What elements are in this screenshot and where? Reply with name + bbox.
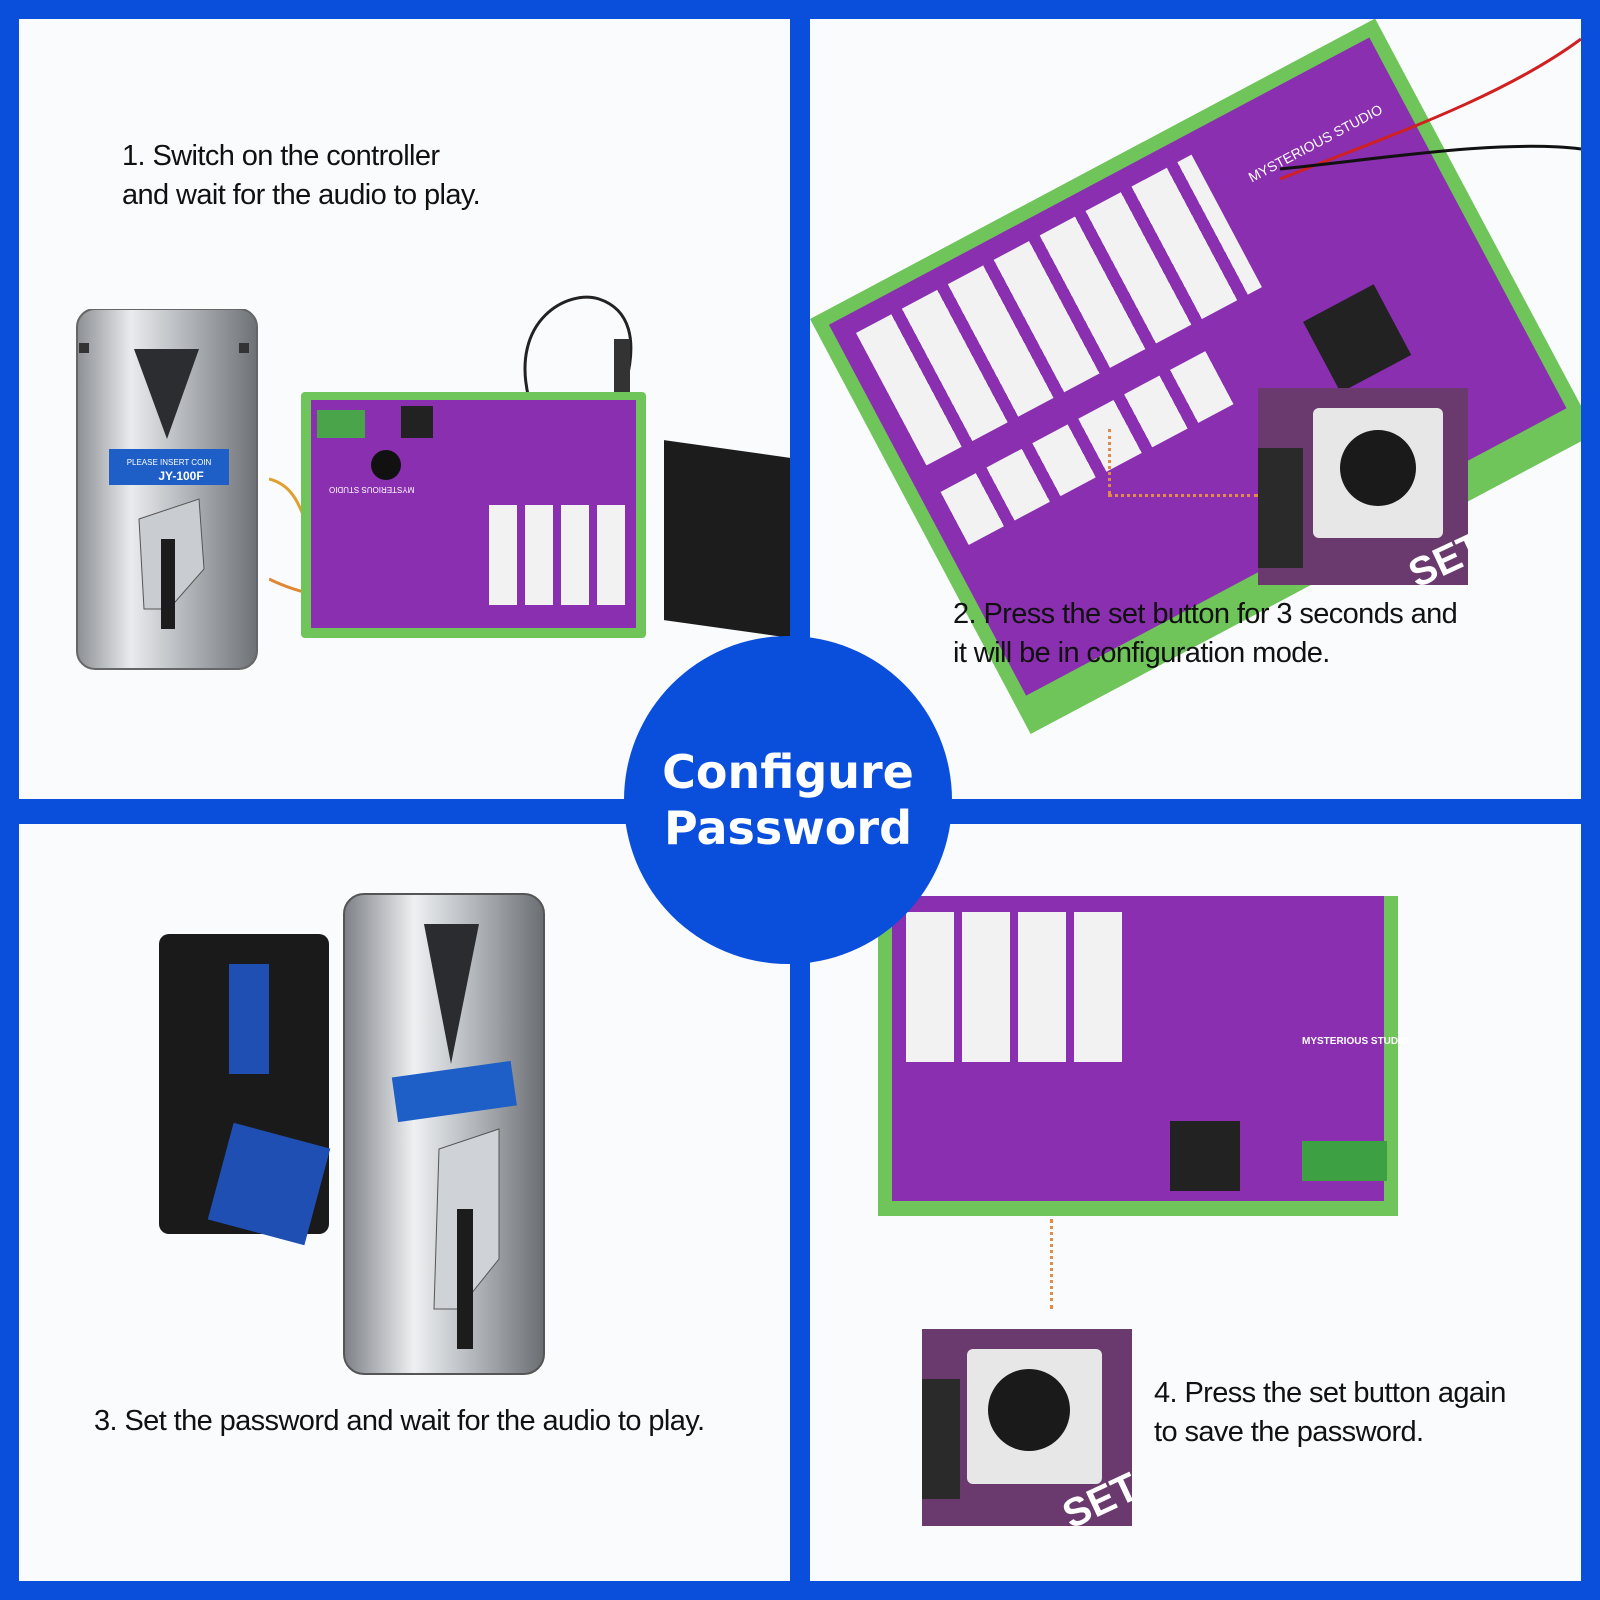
badge-title-line1: Configure [662,745,914,799]
coin-acceptor-image: PLEASE INSERT COIN JY-100F [76,309,258,670]
callout-line [1108,494,1258,497]
controller-board-top-image: MYSTERIOUS STUDIO [878,896,1409,1216]
set-button-zoom-image: SET [1258,388,1468,585]
step-3-text: 3. Set the password and wait for the aud… [94,1405,705,1437]
power-adapter-image [664,440,790,638]
callout-line [1050,1219,1053,1309]
controller-board-image: MYSTERIOUS STUDIO [301,392,646,638]
configure-password-badge: Configure Password [624,636,952,964]
step-3-panel: 3. Set the password and wait for the aud… [19,824,790,1581]
board-brand-label: MYSTERIOUS STUDIO [329,485,415,494]
set-button-zoom-image: SET [922,1329,1132,1526]
step-1-panel: 1. Switch on the controller and wait for… [19,19,790,799]
step-2-panel: MYSTERIOUS STUDIO SET 2. Press the set b… [810,19,1581,799]
power-cable-image [1279,37,1581,181]
badge-title-line2: Password [664,801,912,855]
step-4-text: 4. Press the set button again to save th… [1154,1377,1506,1448]
coin-model-label: JY-100F [158,469,203,483]
step-1-text: 1. Switch on the controller and wait for… [122,140,481,211]
step-4-panel: MYSTERIOUS STUDIO SET 4. Press the set b… [810,824,1581,1581]
coin-label-top: PLEASE INSERT COIN [127,458,212,467]
callout-line [1108,429,1111,494]
coin-acceptor-front-image [343,893,545,1375]
coin-acceptor-body-image [159,934,331,1246]
board-top-brand: MYSTERIOUS STUDIO [1302,1036,1409,1047]
step-2-text: 2. Press the set button for 3 seconds an… [953,598,1458,669]
